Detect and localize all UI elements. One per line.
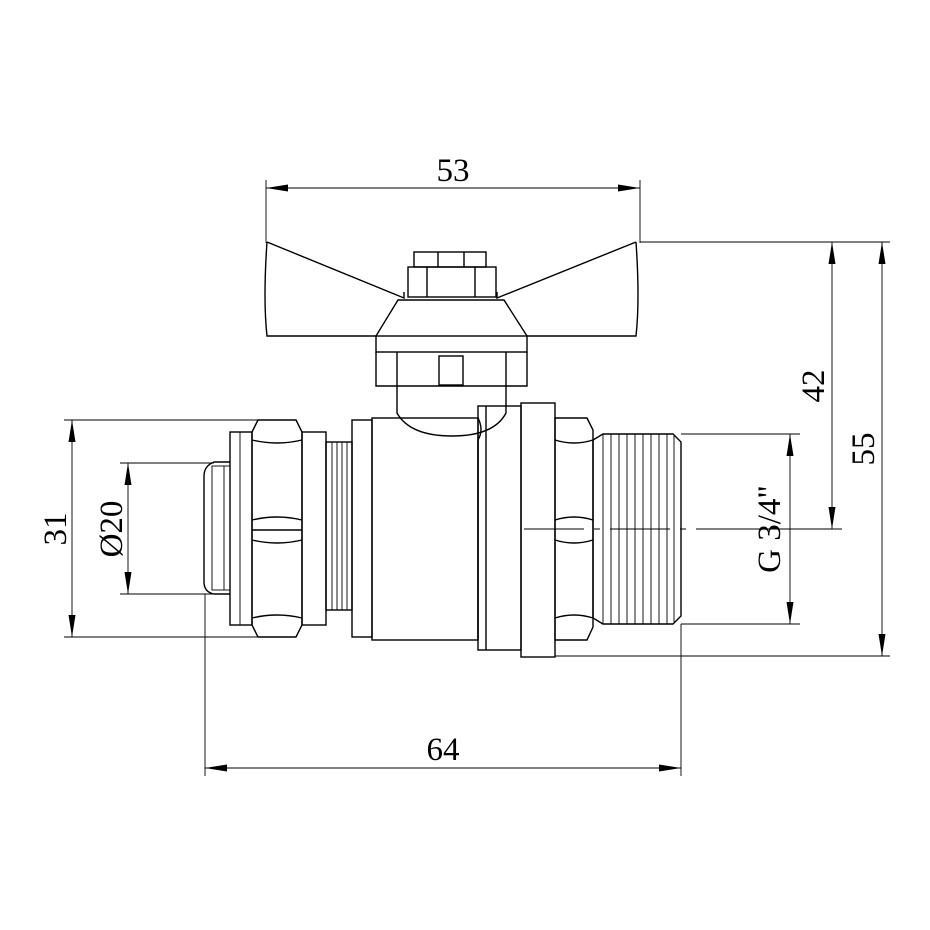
dim-thread-label: G 3/4" — [752, 485, 788, 573]
dim-total-length: 64 — [204, 594, 682, 776]
dim-pipe-diameter-label: Ø20 — [94, 501, 130, 558]
dim-nut-height-label: 31 — [38, 513, 74, 546]
butterfly-handle — [264, 241, 639, 337]
dim-total-height: 55 — [555, 242, 890, 657]
stem-nut — [407, 251, 497, 298]
dim-pipe-diameter: Ø20 — [94, 462, 214, 595]
valve-outline — [203, 241, 730, 658]
left-thread — [325, 441, 353, 611]
right-hex-nut — [554, 417, 594, 641]
dim-stem-height: 42 — [640, 241, 890, 530]
dim-total-height-label: 55 — [846, 433, 882, 466]
pipe-insert — [203, 461, 231, 595]
valve-body — [351, 402, 556, 658]
left-hex-nut — [251, 419, 327, 638]
stem-bonnet — [375, 335, 528, 437]
compression-ring — [229, 431, 253, 626]
dim-nut-height: 31 — [38, 419, 258, 638]
dimension-lines: 53 42 55 G 3/4" — [38, 153, 890, 776]
dim-stem-height-label: 42 — [796, 370, 832, 403]
dim-handle-width: 53 — [265, 153, 641, 243]
dim-handle-width-label: 53 — [437, 153, 470, 189]
dim-thread: G 3/4" — [681, 433, 800, 625]
dim-total-length-label: 64 — [427, 732, 460, 768]
